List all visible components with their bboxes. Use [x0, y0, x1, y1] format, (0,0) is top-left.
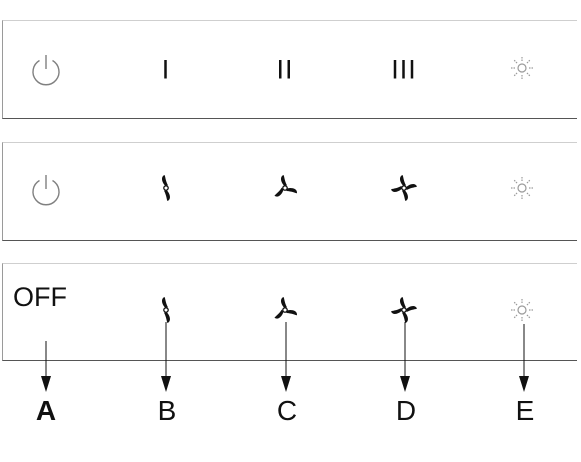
fan-speed-1-icon [162, 297, 170, 323]
fan-speed-1-button[interactable] [150, 294, 182, 326]
off-button[interactable]: OFF [13, 282, 67, 312]
power-button[interactable] [29, 173, 63, 207]
fan-speed-3-button[interactable] [388, 172, 420, 204]
light-icon [511, 299, 533, 321]
fan-speed-1-button[interactable] [150, 172, 182, 204]
light-icon [511, 177, 533, 199]
control-panel-numeric [2, 20, 577, 119]
fan-speed-1-icon [162, 175, 170, 201]
callout-label-d: D [395, 395, 417, 426]
speed-2-button[interactable]: II [276, 54, 294, 85]
power-icon [32, 55, 60, 86]
fan-speed-2-icon [274, 175, 298, 197]
callout-label-c: C [276, 395, 298, 426]
power-icon [32, 175, 60, 206]
fan-speed-3-icon [391, 175, 417, 201]
light-button[interactable] [506, 294, 538, 326]
fan-speed-2-button[interactable] [269, 294, 301, 326]
power-button[interactable] [29, 53, 63, 87]
callout-label-e: E [515, 395, 535, 426]
callout-label-b: B [157, 395, 177, 426]
speed-3-button[interactable]: III [391, 54, 417, 85]
fan-speed-2-icon [274, 297, 298, 319]
light-button[interactable] [506, 52, 538, 84]
callout-label-a: A [35, 395, 57, 426]
light-icon [511, 57, 533, 79]
light-button[interactable] [506, 172, 538, 204]
fan-speed-3-icon [391, 297, 417, 323]
fan-speed-3-button[interactable] [388, 294, 420, 326]
control-panel-fan-icons [2, 142, 577, 241]
speed-1-button[interactable]: I [161, 54, 171, 85]
fan-speed-2-button[interactable] [269, 172, 301, 204]
